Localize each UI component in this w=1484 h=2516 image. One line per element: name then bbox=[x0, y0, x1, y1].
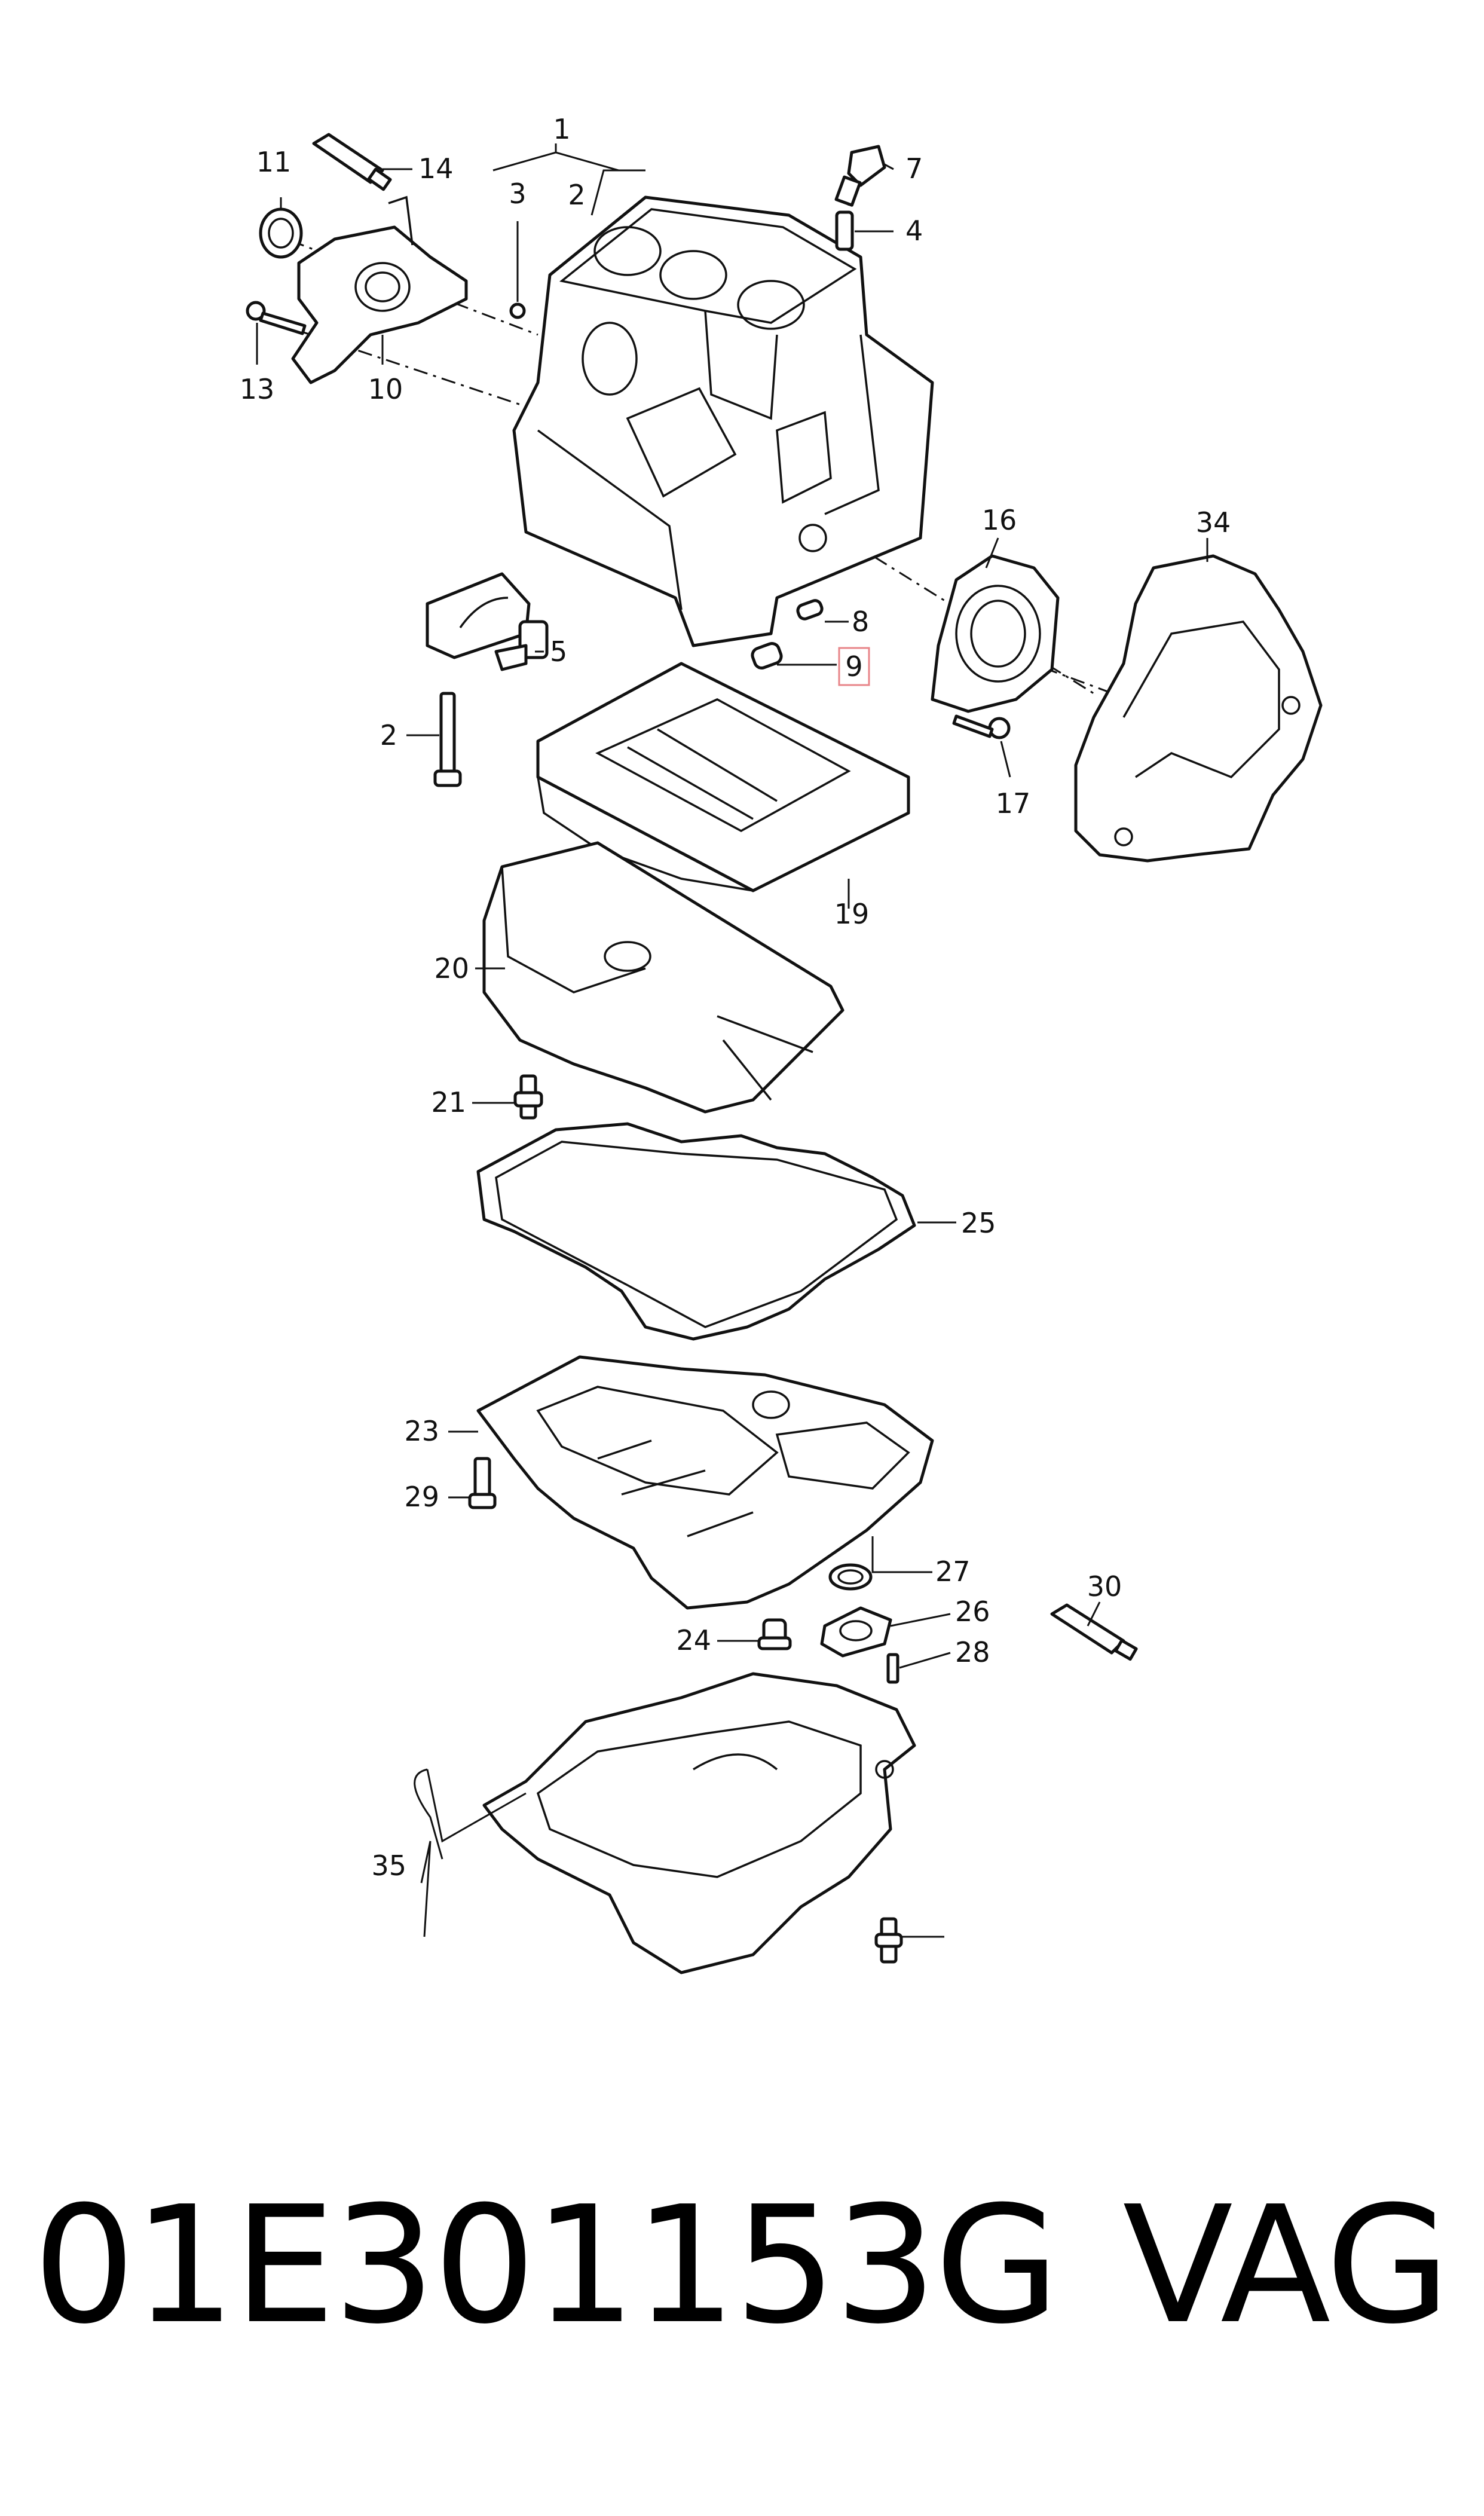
callout-29: 30 bbox=[1087, 1570, 1122, 1603]
callout-1: 1 bbox=[553, 113, 570, 145]
bolt-17[interactable] bbox=[952, 714, 1011, 739]
bolt-28[interactable] bbox=[468, 1457, 497, 1509]
callout-13: 13 bbox=[240, 373, 275, 405]
upper-oil-pan[interactable] bbox=[476, 1355, 934, 1610]
callout-23: 25 bbox=[961, 1207, 996, 1239]
plug-7[interactable] bbox=[834, 145, 886, 207]
rear-seal-flange[interactable] bbox=[931, 554, 1060, 713]
callout-9: 9 bbox=[845, 650, 862, 683]
lower-oil-pan[interactable] bbox=[482, 1672, 916, 1974]
exploded-parts-diagram: 1 2 3 4 7 14 11 13 10 5 8 9 2 16 17 34 1… bbox=[240, 113, 1323, 1974]
oil-baffle[interactable] bbox=[482, 841, 844, 1114]
sealant-tube-29[interactable] bbox=[1050, 1603, 1138, 1661]
sealant-tube-14[interactable] bbox=[312, 133, 392, 191]
callout-24: 26 bbox=[955, 1595, 990, 1628]
bearing-bridge[interactable] bbox=[536, 662, 910, 892]
callout-27: 24 bbox=[676, 1624, 711, 1656]
bearing-cap[interactable] bbox=[426, 572, 531, 659]
callout-19: 19 bbox=[834, 898, 870, 930]
callout-14: 14 bbox=[418, 152, 454, 185]
brand-name: VAG bbox=[1122, 2171, 1451, 2359]
callout-26: 28 bbox=[955, 1636, 990, 1668]
callout-20: 20 bbox=[434, 952, 469, 985]
oil-pan-gasket[interactable] bbox=[476, 1122, 916, 1341]
drain-plug-27[interactable] bbox=[757, 1618, 792, 1650]
callout-10: 10 bbox=[368, 373, 403, 405]
callout-30: 34 bbox=[1196, 506, 1231, 539]
callout-25: 27 bbox=[935, 1555, 971, 1588]
callout-16: 16 bbox=[982, 504, 1017, 536]
flange-24[interactable] bbox=[820, 1606, 892, 1658]
callout-8: 8 bbox=[852, 606, 869, 638]
front-flange[interactable] bbox=[291, 195, 468, 384]
callout-21: 21 bbox=[431, 1086, 466, 1118]
callout-3: 3 bbox=[509, 178, 526, 210]
seal-ring[interactable] bbox=[259, 207, 303, 259]
callout-22: 23 bbox=[404, 1415, 439, 1447]
callout-2: 2 bbox=[568, 179, 585, 211]
sensor-5[interactable] bbox=[494, 620, 549, 671]
callout-34: 35 bbox=[371, 1849, 406, 1882]
bolt-21[interactable] bbox=[513, 1074, 543, 1120]
callout-5: 5 bbox=[550, 635, 567, 668]
callout-9-highlight: 9 bbox=[838, 647, 870, 686]
callout-4: 4 bbox=[905, 215, 923, 247]
bolt-35[interactable] bbox=[874, 1917, 903, 1964]
callout-17: 17 bbox=[996, 787, 1031, 820]
callout-11: 11 bbox=[256, 146, 292, 178]
callout-28: 29 bbox=[404, 1481, 439, 1513]
intermediate-plate[interactable] bbox=[1074, 554, 1323, 863]
engine-block[interactable] bbox=[512, 195, 934, 647]
bolt-13[interactable] bbox=[246, 301, 307, 335]
callout-labels: 1 2 3 4 7 14 11 13 10 5 8 9 2 16 17 34 1… bbox=[240, 113, 1231, 1882]
sleeve-9[interactable] bbox=[751, 641, 784, 670]
bolt-26[interactable] bbox=[886, 1653, 899, 1684]
part-number-footer: 01E301153G VAG bbox=[33, 2171, 1451, 2359]
callout-7: 7 bbox=[905, 152, 923, 185]
dowel-8[interactable] bbox=[796, 599, 824, 620]
cap-bolt[interactable] bbox=[433, 692, 462, 787]
leader-lines bbox=[256, 143, 1208, 1938]
dowel-4[interactable] bbox=[835, 210, 854, 251]
callout-2b: 2 bbox=[380, 719, 397, 751]
pin-3[interactable] bbox=[509, 302, 526, 319]
part-number: 01E301153G bbox=[33, 2171, 1060, 2359]
seal-25[interactable] bbox=[828, 1563, 873, 1591]
